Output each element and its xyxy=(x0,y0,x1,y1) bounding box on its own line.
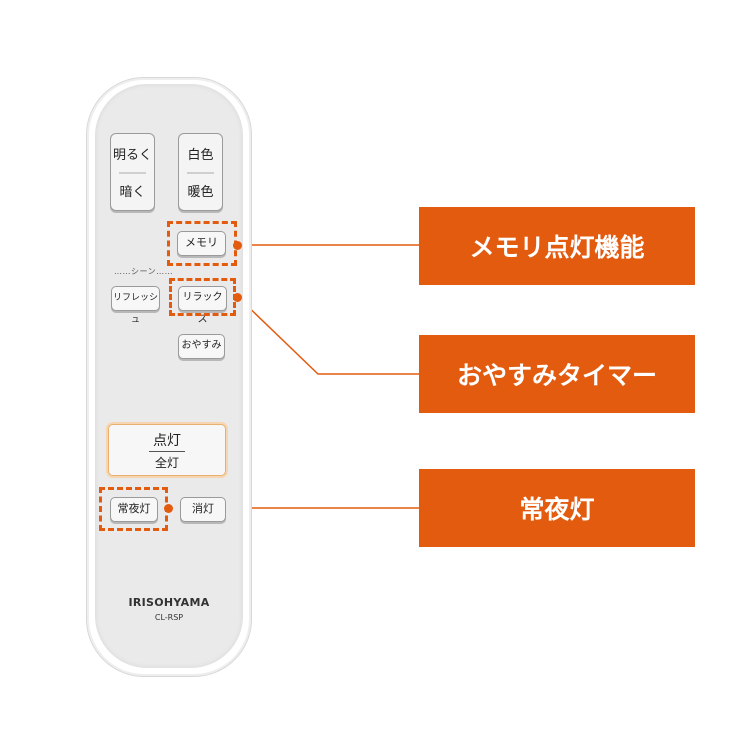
color-divider xyxy=(187,172,214,174)
brand-logo: IRISOHYAMA xyxy=(128,596,210,609)
memory-dot xyxy=(233,241,242,250)
relax-highlight xyxy=(169,278,236,316)
nightlight-highlight xyxy=(99,487,168,531)
memory-highlight xyxy=(167,221,237,266)
oyasumi-button[interactable]: おやすみ xyxy=(178,334,225,359)
on-button[interactable]: 点灯 全灯 xyxy=(108,424,226,476)
white-label: 白色 xyxy=(187,148,214,163)
nightlight-dot xyxy=(164,504,173,513)
nightlight-callout: 常夜灯 xyxy=(419,469,695,547)
memory-callout: メモリ点灯機能 xyxy=(419,207,695,285)
color-button[interactable]: 白色 暖色 xyxy=(178,133,223,211)
off-button[interactable]: 消灯 xyxy=(180,497,226,522)
refresh-button[interactable]: リフレッシュ xyxy=(111,286,160,325)
relax-dot xyxy=(233,293,242,302)
darker-label: 暗く xyxy=(119,185,146,200)
on-divider xyxy=(149,451,185,452)
relax-callout-line xyxy=(237,296,419,375)
timer-callout: おやすみタイマー xyxy=(419,335,695,413)
full-label: 全灯 xyxy=(154,456,179,470)
memory-button[interactable]: メモリ xyxy=(177,231,226,256)
model-label: CL-RSP xyxy=(154,613,184,622)
nightlight-button[interactable]: 常夜灯 xyxy=(110,497,158,522)
relax-button[interactable]: リラックス xyxy=(178,286,227,325)
brightness-button[interactable]: 明るく 暗く xyxy=(110,133,155,211)
on-label: 点灯 xyxy=(153,433,181,449)
brightness-divider xyxy=(119,172,146,174)
warm-label: 暖色 xyxy=(187,185,214,200)
brighter-label: 明るく xyxy=(112,148,152,163)
scene-label: ……シーン…… xyxy=(114,267,174,276)
